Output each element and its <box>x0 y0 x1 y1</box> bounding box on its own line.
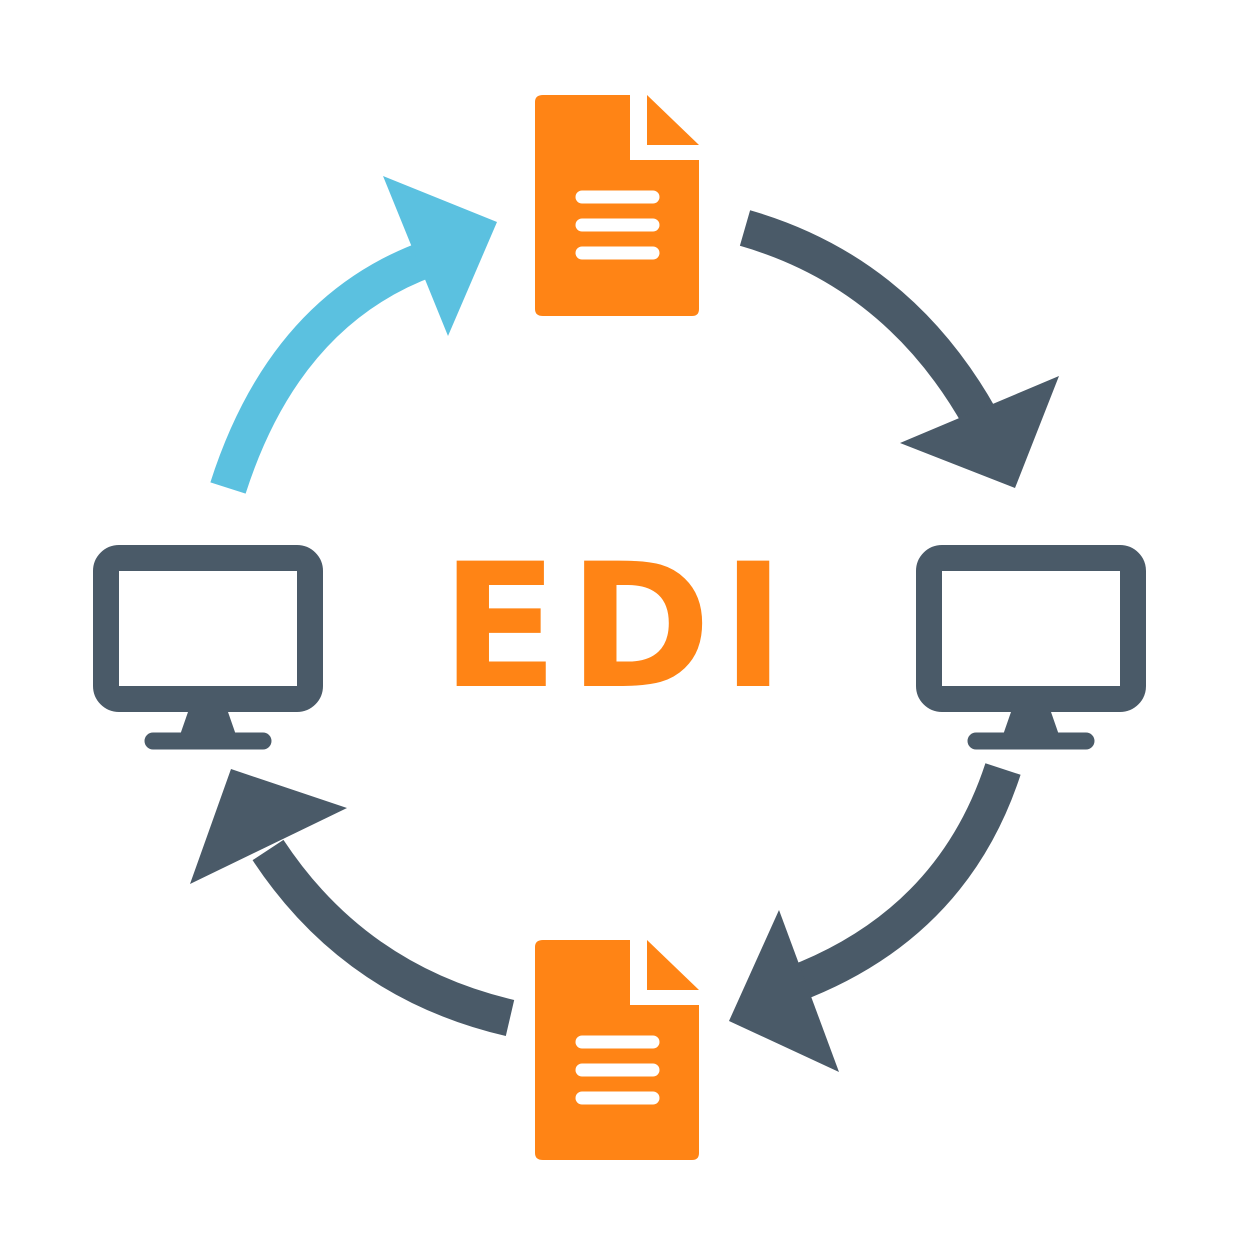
computer-right-monitor-icon <box>916 545 1146 750</box>
document-bottom-icon <box>535 940 699 1160</box>
arrow-right-to-bottom <box>729 763 1021 1072</box>
document-lines <box>575 1035 660 1105</box>
document-top-icon <box>535 95 699 316</box>
arrow-left-to-top <box>210 176 497 494</box>
computer-left-monitor-icon <box>93 545 323 750</box>
center-label: EDI <box>441 526 795 727</box>
document-lines <box>575 190 660 260</box>
arrow-top-to-right <box>739 210 1059 488</box>
arrow-bottom-to-left <box>190 769 515 1037</box>
